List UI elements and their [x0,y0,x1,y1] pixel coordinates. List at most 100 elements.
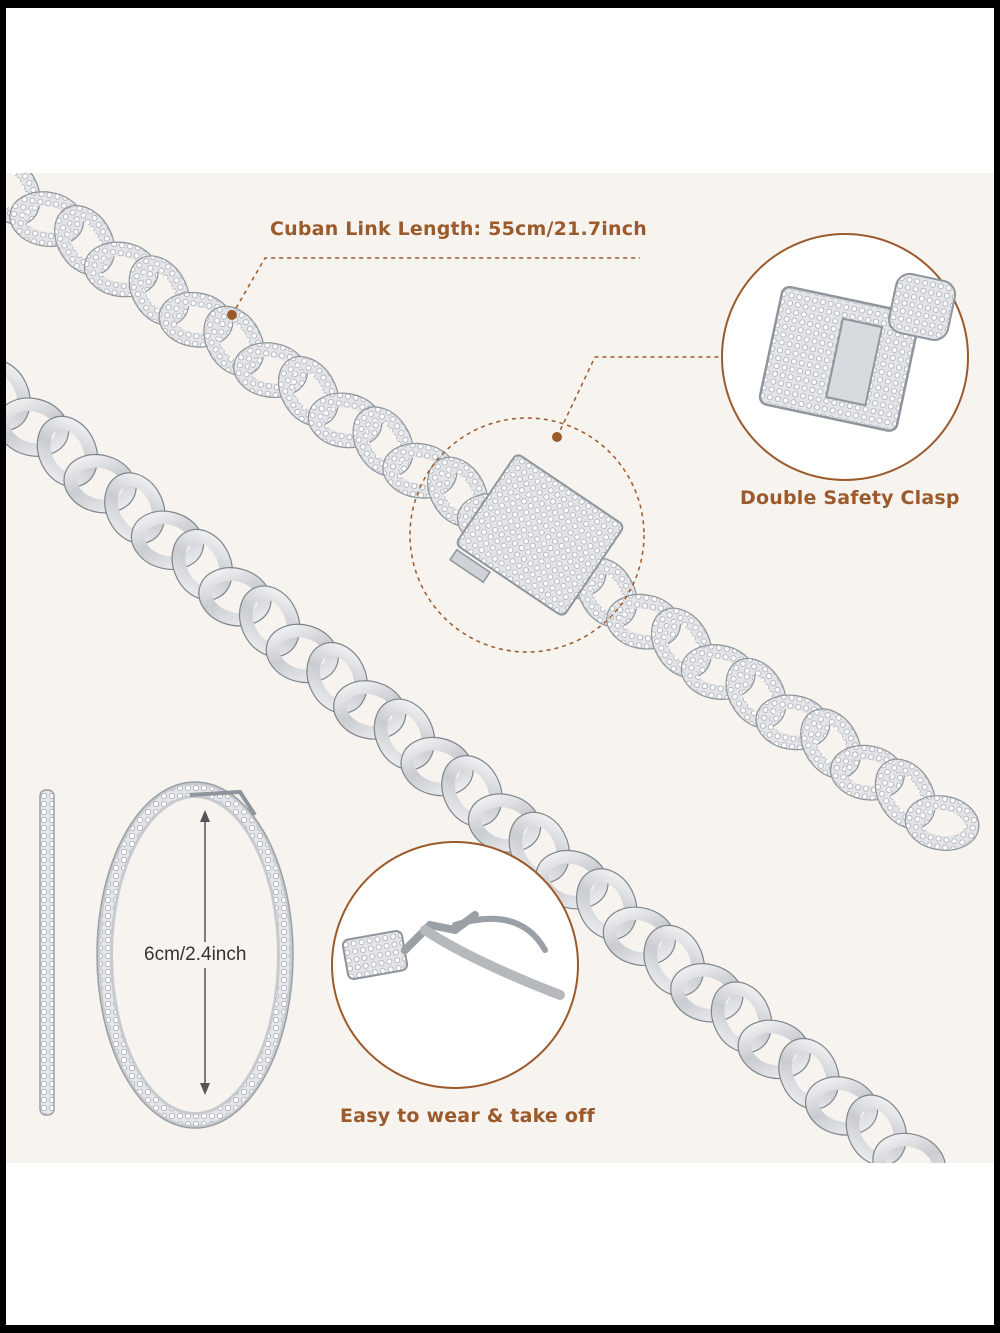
chain-link-outline [6,359,31,431]
chain-link-outline [238,585,301,658]
chain-link-outline [333,680,407,740]
chain-link-outline [670,963,744,1023]
chain-link-outline [737,1019,811,1080]
chain-link-outline [872,1132,946,1163]
chain-link [6,173,41,225]
wear-callout: Easy to wear & take off [340,1105,596,1127]
chain-link-outline [171,528,233,601]
length-leader-dot [227,310,237,320]
chain-link-outline [63,454,137,514]
chain-link-outline [158,291,234,348]
chain-link-outline [307,392,383,449]
chain-link [203,306,264,376]
chain-link [875,759,936,829]
chain-link [266,624,339,683]
chain-link [800,708,861,779]
chain-link [805,1076,878,1136]
clasp-callout: Double Safety Clasp [740,487,960,509]
earring-side-view [39,789,55,1116]
chain-link [308,393,382,448]
chain-link [9,191,84,247]
chain-link [606,594,681,650]
chain-link-outline [128,255,190,326]
clasp-leader-line [556,356,722,438]
chain-link-outline [382,442,458,499]
chain-link [711,981,772,1053]
chain-link-outline [265,623,339,684]
chain-link [905,795,979,851]
chain-link-outline [36,415,99,488]
chain-link-outline [845,1094,908,1163]
chain-link-outline [352,406,414,477]
chain-link [401,737,474,796]
chain-link-outline [800,708,862,779]
chain-link [333,680,406,740]
chain-link [830,745,905,801]
chain-link-outline [755,694,831,751]
chain-link [651,608,712,678]
chain-link [374,699,435,770]
chain-link [778,1038,840,1110]
chain-link [6,398,69,457]
chain-link [54,205,115,276]
chain-link-outline [130,510,205,570]
clasp-detail-circle [721,233,969,481]
chain-link [306,642,368,714]
length-callout: Cuban Link Length: 55cm/21.7inch [270,218,647,240]
chain-link-outline [6,397,70,457]
chain-link-outline [606,593,681,650]
chain-link-outline [54,205,116,276]
diameter-label: 6cm/2.4inch [140,942,251,968]
chain-link [172,529,233,600]
chain-link-outline [277,356,340,427]
chain-link-outline [203,305,265,377]
chain-link-outline [576,868,638,940]
chain-link-outline [9,191,85,248]
chain-link [278,356,339,427]
chain-link-outline [725,658,787,729]
chain-link-outline [680,644,756,700]
length-leader-line [231,257,640,316]
chain-link [872,1133,946,1163]
chain-link [441,755,503,827]
clasp-leader-dot [552,432,562,442]
chain-link [382,443,457,499]
earring-clasp-detail-circle [331,841,579,1089]
chain-link [131,511,204,570]
chain-link [104,472,165,544]
chain-link-outline [830,744,905,801]
chain-link [233,342,308,398]
chain-link [756,695,830,750]
chain-link [535,850,608,909]
chain-link [129,255,190,326]
chain-link [64,454,137,513]
chain-link [726,658,787,728]
chain-link-outline [650,607,713,679]
chain-link [37,416,98,487]
chain-link [643,925,705,996]
chain-link-outline [710,981,773,1054]
chain-link-outline [643,924,705,997]
chain-link [670,963,743,1022]
chain-link [509,812,570,883]
chain-link-outline [602,906,676,966]
chain-link [239,586,300,657]
chain-link-outline [198,567,272,627]
chain-link [846,1095,907,1163]
chain-link [198,567,271,626]
chain-link [681,644,755,700]
chain-link-outline [6,173,41,226]
chain-link-outline [400,736,474,797]
hoop-earring [96,781,294,1129]
chain-link-outline [441,755,503,827]
chain-link-outline [904,795,980,851]
chain-link-outline [83,241,159,298]
chain-link-outline [373,698,436,771]
chain-link-outline [306,642,368,714]
chain-link [738,1020,811,1079]
chain-link [159,292,233,348]
chain-link [468,793,541,853]
plain-cuban-chain [6,359,946,1163]
